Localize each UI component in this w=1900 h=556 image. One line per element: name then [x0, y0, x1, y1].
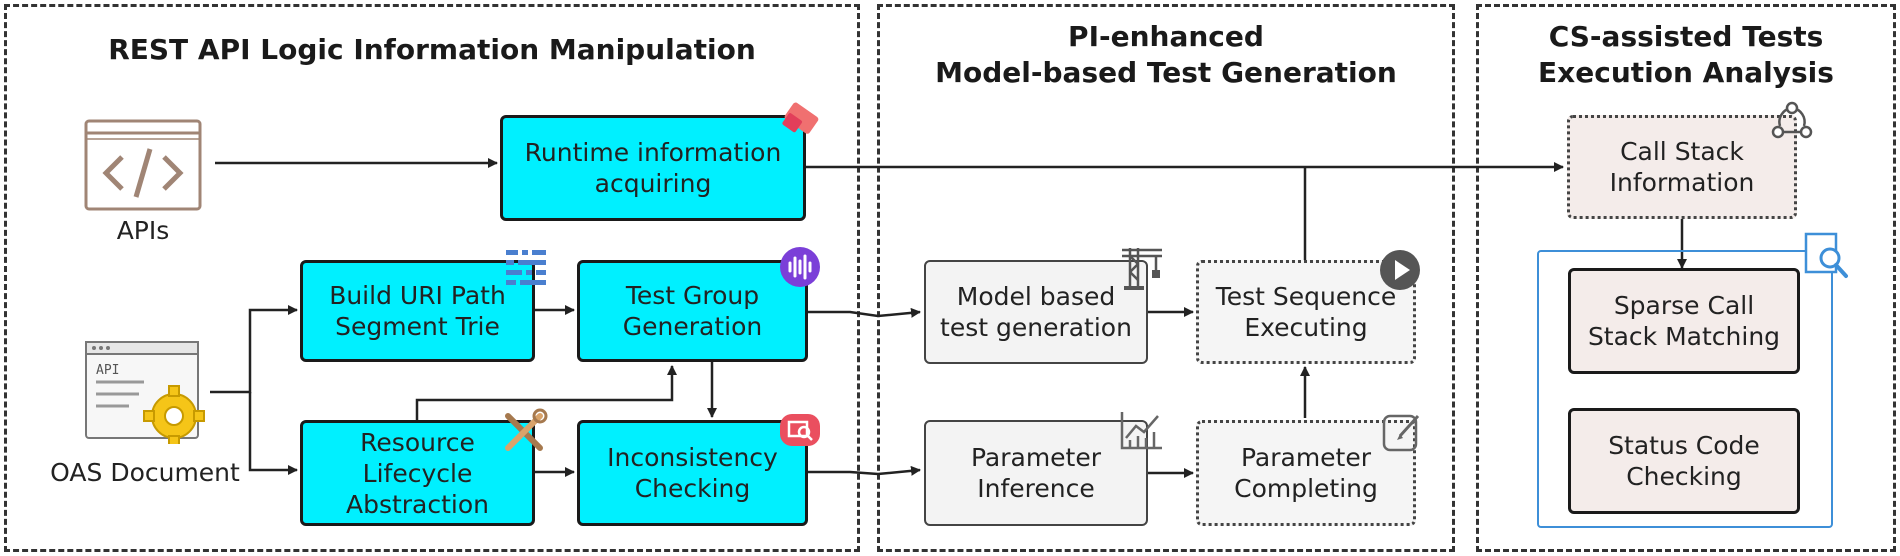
testgroup-label-line1: Test Group: [625, 281, 760, 310]
panel-title-right-line2: Execution Analysis: [1538, 56, 1834, 89]
callstack-label-line1: Call Stack: [1620, 137, 1744, 166]
tse-label-line2: Executing: [1244, 313, 1368, 342]
runtime-label-line1: Runtime information: [524, 138, 782, 167]
grid-trie-icon: [504, 246, 548, 288]
test-group-generation-box[interactable]: Test Group Generation: [577, 260, 808, 362]
inconsistency-label-line1: Inconsistency: [607, 443, 778, 472]
resource-lifecycle-box[interactable]: Resource Lifecycle Abstraction: [300, 420, 535, 526]
resource-label-line1: Resource: [360, 427, 475, 457]
line-chart-icon: [1118, 408, 1164, 452]
magnifier-icon: [1804, 232, 1850, 280]
test-sequence-executing-box[interactable]: Test Sequence Executing: [1196, 260, 1416, 364]
oas-document-label: OAS Document: [50, 458, 240, 487]
param-inf-label-line2: Inference: [977, 474, 1095, 503]
parameter-completing-box[interactable]: Parameter Completing: [1196, 420, 1416, 526]
model-based-test-generation-box[interactable]: Model based test generation: [924, 260, 1148, 364]
analysis-group-frame: [1537, 250, 1833, 528]
build-uri-trie-box[interactable]: Build URI Path Segment Trie: [300, 260, 535, 362]
parameter-inference-box[interactable]: Parameter Inference: [924, 420, 1148, 526]
apis-label: APIs: [116, 216, 170, 245]
model-label-line2: test generation: [940, 313, 1132, 342]
uri-label-line2: Segment Trie: [335, 312, 500, 341]
callstack-label-line2: Information: [1609, 168, 1755, 197]
testgroup-label-line2: Generation: [622, 312, 763, 341]
inconsistency-label-line2: Checking: [634, 474, 751, 503]
panel-title-middle-line1: PI-enhanced: [1068, 20, 1264, 53]
runtime-information-box[interactable]: Runtime information acquiring: [500, 115, 806, 221]
param-comp-label-line1: Parameter: [1240, 443, 1372, 472]
model-label-line1: Model based: [956, 282, 1116, 311]
sparse-label-line1: Sparse Call: [1613, 291, 1755, 320]
svg-text:API: API: [96, 363, 119, 378]
play-icon: [1378, 248, 1422, 292]
status-code-checking-box[interactable]: Status Code Checking: [1568, 408, 1800, 514]
status-label-line2: Checking: [1626, 462, 1742, 491]
panel-test-generation: [877, 4, 1455, 552]
panel-execution-analysis: [1476, 4, 1896, 552]
sparse-call-stack-matching-box[interactable]: Sparse Call Stack Matching: [1568, 268, 1800, 374]
panel-title-left: REST API Logic Information Manipulation: [108, 33, 756, 66]
uri-label-line1: Build URI Path: [329, 281, 506, 310]
api-document-gear-icon: API: [84, 340, 206, 447]
call-stack-information-box[interactable]: Call Stack Information: [1567, 115, 1797, 219]
param-comp-label-line2: Completing: [1234, 474, 1378, 503]
status-label-line1: Status Code: [1608, 431, 1760, 460]
code-window-icon: [84, 119, 202, 211]
image-search-icon: [778, 410, 822, 450]
panel-logic-manipulation: [4, 4, 860, 552]
sparse-label-line2: Stack Matching: [1587, 322, 1781, 351]
tse-label-line1: Test Sequence: [1215, 282, 1397, 311]
resource-label-line3: Abstraction: [345, 489, 490, 519]
resource-label-line2: Lifecycle: [362, 458, 473, 488]
audio-wave-icon: [778, 245, 822, 289]
param-inf-label-line1: Parameter: [970, 443, 1102, 472]
panel-title-middle-line2: Model-based Test Generation: [935, 56, 1397, 89]
edit-pencil-icon: [1380, 410, 1424, 454]
crane-icon: [1118, 242, 1164, 292]
runtime-label-line2: acquiring: [594, 169, 712, 198]
network-nodes-icon: [1770, 100, 1814, 140]
inconsistency-checking-box[interactable]: Inconsistency Checking: [577, 420, 808, 526]
panel-title-right-line1: CS-assisted Tests: [1548, 20, 1824, 53]
eraser-icon: [776, 98, 824, 146]
wrench-screwdriver-icon: [500, 408, 548, 456]
